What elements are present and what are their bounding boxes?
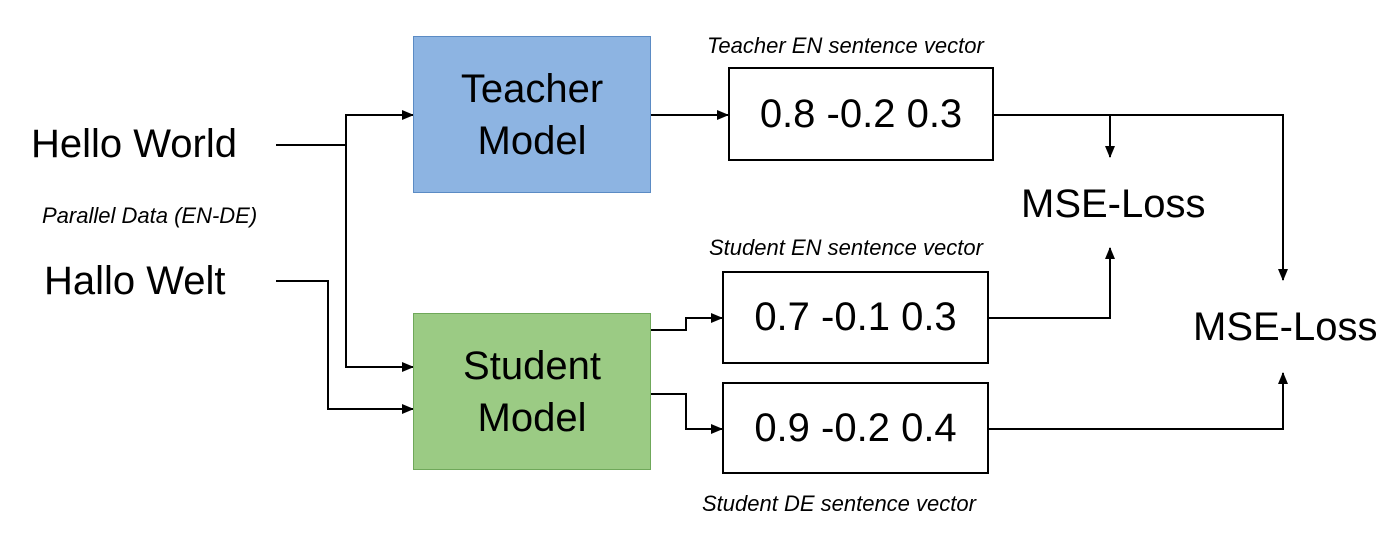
arrow-hello-to-teacher <box>276 110 414 146</box>
student-model-box: Student Model <box>413 313 651 470</box>
teacher-model-box: Teacher Model <box>413 36 651 193</box>
teacher-model-line2: Model <box>477 118 587 163</box>
student-model-line2: Model <box>477 395 587 440</box>
teacher-en-vector-label: Teacher EN sentence vector <box>707 33 984 58</box>
arrow-student-to-de-vector <box>651 393 723 434</box>
input-english-sentence: Hello World <box>31 122 237 166</box>
input-german-sentence: Hallo Welt <box>44 259 226 303</box>
student-de-vector-label: Student DE sentence vector <box>702 491 976 516</box>
student-en-vector-box: 0.7 -0.1 0.3 <box>722 271 989 364</box>
parallel-data-label: Parallel Data (EN-DE) <box>42 203 258 228</box>
teacher-model-line1: Teacher <box>460 66 604 111</box>
teacher-en-vector-box: 0.8 -0.2 0.3 <box>728 67 994 161</box>
student-en-vector-label: Student EN sentence vector <box>709 235 983 260</box>
mse-loss-upper: MSE-Loss <box>1021 182 1206 226</box>
arrow-hello-to-student <box>345 145 414 372</box>
arrow-hallo-to-student <box>276 280 414 414</box>
student-de-vector-box: 0.9 -0.2 0.4 <box>722 382 989 474</box>
arrow-student-de-to-mse-right <box>989 372 1288 430</box>
arrow-student-to-en-vector <box>651 313 723 331</box>
arrow-student-en-to-mse-upper <box>989 247 1115 319</box>
mse-loss-right: MSE-Loss <box>1193 305 1378 349</box>
arrow-teacher-vector-to-mse-right <box>994 114 1288 281</box>
student-model-line1: Student <box>463 343 601 388</box>
